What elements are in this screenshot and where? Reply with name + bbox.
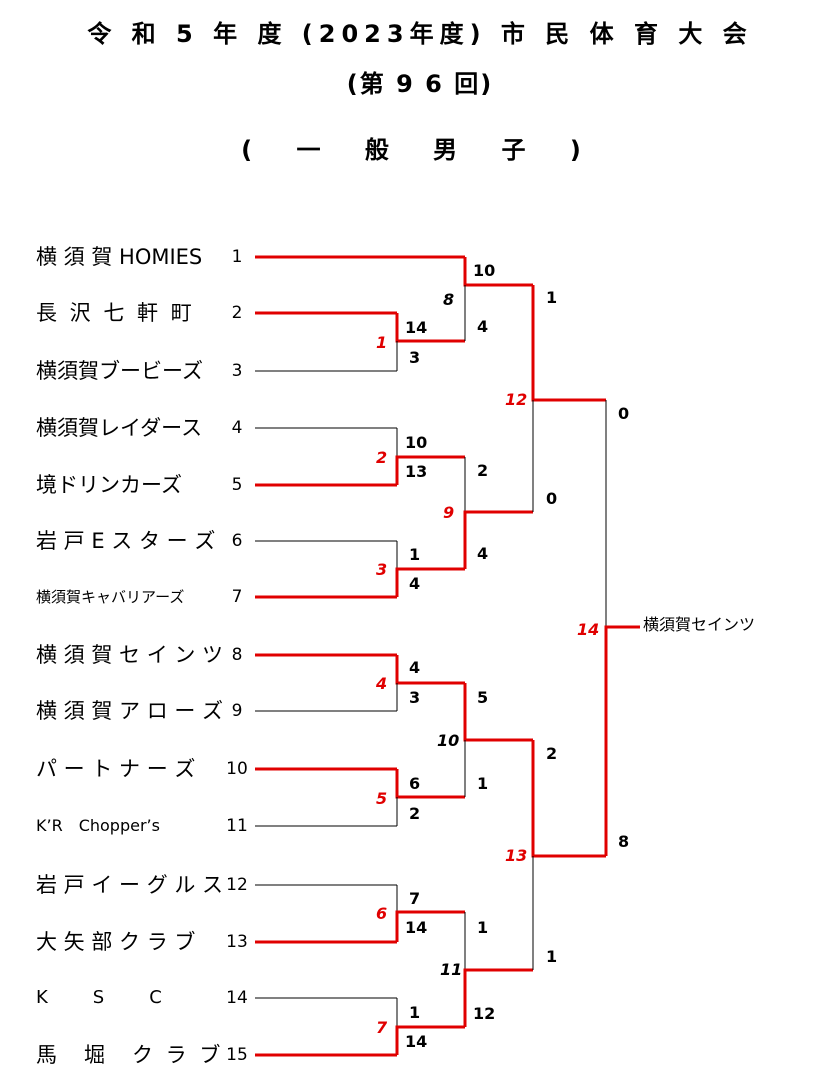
team-name-10: パ ー ト ナ ー ズ — [36, 757, 196, 781]
team-seed-14: 14 — [226, 988, 248, 1008]
match-12-score-top: 1 — [546, 288, 558, 307]
match-4-score-bottom: 3 — [409, 688, 421, 707]
match-6-score-bottom: 14 — [405, 918, 428, 937]
match-13-score-bottom: 1 — [546, 947, 558, 966]
champion-label: 横須賀セインツ — [643, 615, 756, 634]
match-number-12: 12 — [505, 390, 528, 409]
team-name-3: 横須賀ブービーズ — [36, 359, 203, 383]
team-name-1: 横 須 賀 HOMIES — [36, 245, 203, 269]
match-3-score-bottom: 4 — [409, 574, 421, 593]
match-5-score-bottom: 2 — [409, 804, 421, 823]
page-title: 令 和 5 年 度 (2023年度) 市 民 体 育 大 会 — [87, 20, 753, 48]
match-12-winner-path — [531, 285, 606, 402]
match-13-score-top: 2 — [546, 744, 558, 763]
match-5-winner-path — [395, 769, 465, 799]
match-2-score-top: 10 — [405, 433, 428, 452]
team-name-6: 岩 戸 E ス タ ー ズ — [36, 529, 216, 553]
match-6-score-top: 7 — [409, 889, 421, 908]
final-winner-path — [604, 625, 640, 856]
match-11-score-top: 1 — [477, 918, 489, 937]
team-seed-2: 2 — [231, 303, 243, 323]
team-seed-12: 12 — [226, 875, 248, 895]
edition-subtitle: (第 9 6 回) — [346, 70, 494, 98]
match-11-score-bottom: 12 — [473, 1004, 496, 1023]
match-7-score-bottom: 14 — [405, 1032, 428, 1051]
match-6-winner-path — [395, 910, 465, 942]
team-seed-7: 7 — [231, 587, 243, 607]
match-number-6: 6 — [376, 904, 388, 923]
match-number-1: 1 — [376, 333, 388, 352]
team-seed-10: 10 — [226, 759, 248, 779]
match-number-3: 3 — [376, 560, 388, 579]
match-number-8: 8 — [443, 290, 455, 309]
match-number-11: 11 — [440, 960, 463, 979]
team-seed-3: 3 — [231, 361, 243, 381]
match-9-winner-path — [463, 510, 533, 569]
team-name-8: 横 須 賀 セ イ ン ツ — [36, 643, 224, 667]
team-name-4: 横須賀レイダース — [36, 416, 203, 440]
team-seed-13: 13 — [226, 932, 248, 952]
team-name-11: K’R Chopper’s — [36, 816, 160, 835]
team-seed-9: 9 — [231, 701, 243, 721]
team-name-15: 馬 堀 ク ラ ブ — [36, 1043, 224, 1067]
match-number-7: 7 — [376, 1018, 388, 1037]
match-8-score-top: 10 — [473, 261, 496, 280]
team-seed-15: 15 — [226, 1045, 248, 1065]
match-number-4: 4 — [376, 674, 388, 693]
match-4-winner-path — [395, 655, 465, 685]
match-1-score-top: 14 — [405, 318, 428, 337]
match-9-score-top: 2 — [477, 461, 489, 480]
match-number-13: 13 — [505, 846, 528, 865]
team-seed-5: 5 — [231, 475, 243, 495]
team-name-14: K S C — [36, 987, 165, 1008]
match-number-5: 5 — [376, 789, 388, 808]
match-4-score-top: 4 — [409, 658, 421, 677]
match-7-score-top: 1 — [409, 1003, 421, 1022]
team-name-9: 横 須 賀 ア ロ ー ズ — [36, 699, 224, 723]
division-subtitle: ( 一 般 男 子 ) — [241, 136, 599, 164]
match-3-winner-path — [395, 567, 465, 597]
match-number-14: 14 — [577, 620, 600, 639]
match-3-score-top: 1 — [409, 545, 421, 564]
match-8-score-bottom: 4 — [477, 317, 489, 336]
final-score-bottom: 8 — [618, 832, 630, 851]
team-seed-11: 11 — [226, 816, 248, 836]
match-11-winner-path — [463, 968, 533, 1027]
match-12-score-bottom: 0 — [546, 489, 558, 508]
match-2-winner-path — [395, 455, 465, 485]
team-name-13: 大 矢 部 ク ラ ブ — [36, 930, 196, 954]
team-seed-4: 4 — [231, 418, 243, 438]
match-2-score-bottom: 13 — [405, 462, 428, 481]
match-9-score-bottom: 4 — [477, 544, 489, 563]
match-7-winner-path — [395, 1025, 465, 1055]
team-seed-6: 6 — [231, 531, 243, 551]
match-number-2: 2 — [376, 448, 388, 467]
match-number-10: 10 — [437, 731, 460, 750]
team-seed-8: 8 — [231, 645, 243, 665]
team-name-12: 岩 戸 イ ー グ ル ス — [36, 873, 224, 897]
match-10-score-top: 5 — [477, 688, 489, 707]
match-number-9: 9 — [443, 503, 455, 522]
match-1-score-bottom: 3 — [409, 348, 421, 367]
team-name-2: 長 沢 七 軒 町 — [36, 301, 195, 325]
team-seed-1: 1 — [231, 247, 243, 267]
match-5-score-top: 6 — [409, 774, 421, 793]
match-10-winner-path — [463, 683, 533, 742]
team-name-7: 横須賀キャバリアーズ — [36, 588, 185, 606]
team-name-5: 境ドリンカーズ — [36, 473, 182, 497]
match-13-winner-path — [531, 740, 606, 858]
match-10-score-bottom: 1 — [477, 774, 489, 793]
final-score-top: 0 — [618, 404, 630, 423]
